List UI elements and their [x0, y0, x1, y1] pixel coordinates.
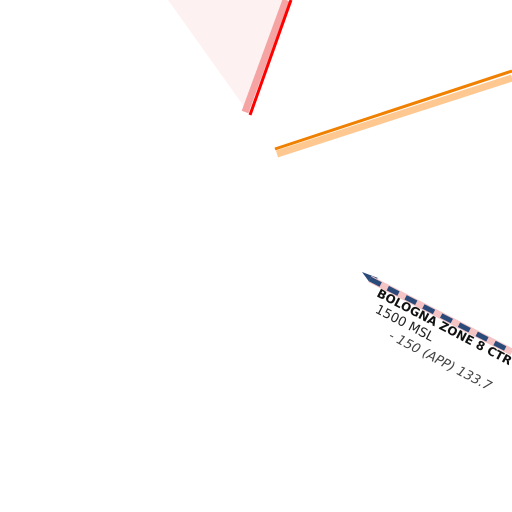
- restricted-area-edge: [248, 0, 293, 116]
- route-line-halo: [275, 74, 512, 158]
- route-line[interactable]: [274, 69, 512, 151]
- ctr-boundary-dashed[interactable]: [368, 276, 512, 355]
- restricted-area-edge-halo: [241, 0, 290, 114]
- restricted-area-fill[interactable]: [168, 0, 291, 115]
